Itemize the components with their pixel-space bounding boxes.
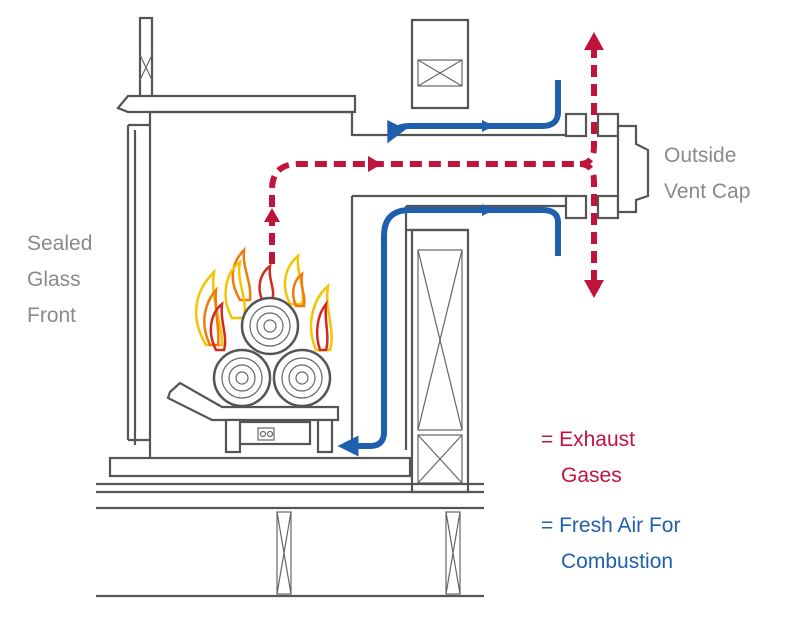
mantel [116,94,357,114]
vent-pipe [150,110,570,450]
log-grate [166,381,340,454]
log-bottom-left [212,348,272,408]
glass-label-line1: Sealed [27,232,93,255]
wall-insulation-top [417,59,463,87]
flames [194,246,333,352]
vent-cap-label-line1: Outside [664,144,737,167]
log-top [240,296,300,356]
floor-structure [96,456,484,598]
fresh-air-flow [337,80,561,457]
legend-exhaust-line1: = Exhaust [541,428,635,451]
logs [212,296,332,408]
glass-label-line2: Glass [27,268,81,291]
vent-cap-label-line2: Vent Cap [664,180,751,203]
legend-fresh-air-line2: Combustion [561,550,674,573]
log-bottom-right [272,348,332,408]
legend-exhaust-line2: Gases [561,464,622,487]
floor-joist-left [276,511,292,595]
upper-left-stud [138,16,154,100]
outside-vent-cap [564,112,650,220]
exterior-wall [410,18,470,494]
legend-fresh-air-line1: = Fresh Air For [541,514,681,537]
floor-joist-right [445,511,461,595]
exhaust-flow [264,32,604,298]
fireplace-firebox [126,112,152,458]
glass-label-line3: Front [27,304,77,327]
wall-insulation-bottom [417,249,463,484]
